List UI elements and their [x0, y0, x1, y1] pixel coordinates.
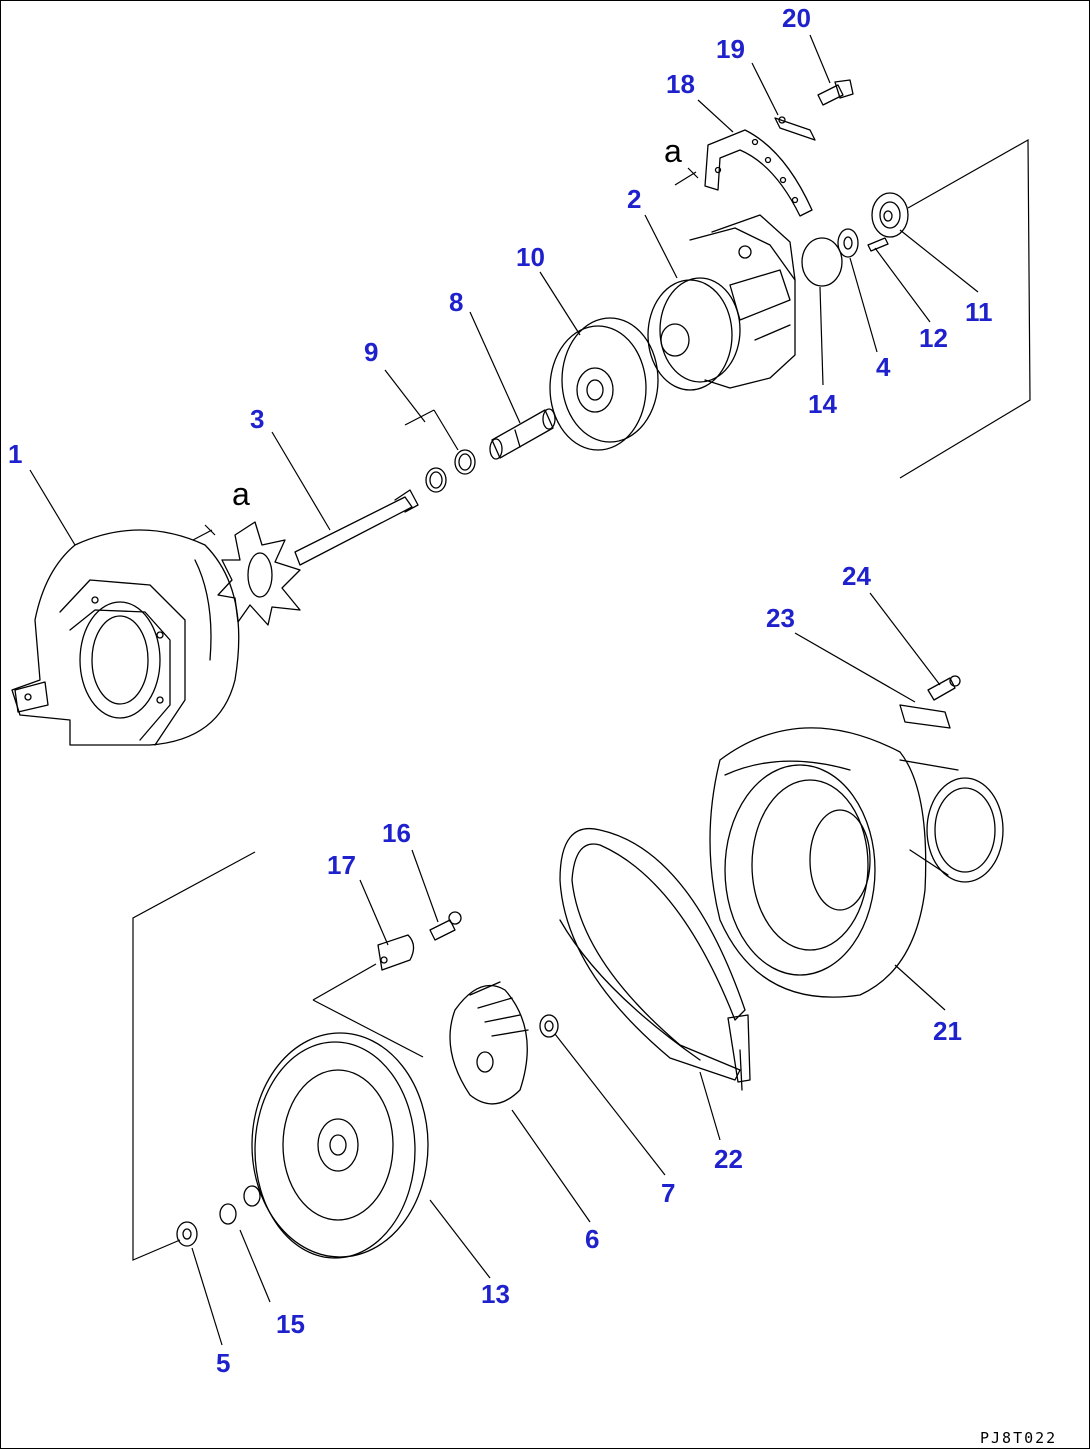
part-14-oring: [801, 237, 843, 287]
diagram-code: PJ8T022: [980, 1429, 1057, 1447]
callout-22: 22: [714, 1144, 743, 1174]
part-13-back-plate: [251, 1032, 429, 1259]
callout-7: 7: [661, 1178, 675, 1208]
part-17-plate: [377, 934, 415, 971]
callout-2: 2: [627, 184, 641, 214]
svg-text:a: a: [664, 133, 682, 169]
part-2-body: [647, 214, 796, 391]
assembly-bracket-lower: [132, 851, 424, 1261]
part-19-clip: [774, 116, 816, 141]
callout-21: 21: [933, 1016, 962, 1046]
callout-6: 6: [585, 1224, 599, 1254]
callout-23: 23: [766, 603, 795, 633]
part-22-clamp: [559, 828, 751, 1091]
part-9-rings: [425, 449, 476, 493]
part-1-center-housing: [11, 529, 240, 746]
part-10-plate: [549, 317, 659, 451]
callout-17: 17: [327, 850, 356, 880]
callout-10: 10: [516, 242, 545, 272]
callout-4: 4: [876, 352, 891, 382]
callout-16: 16: [382, 818, 411, 848]
part-4-washer: [837, 228, 859, 258]
callout-15: 15: [276, 1309, 305, 1339]
part-18-bracket: [704, 129, 813, 217]
part-15-rings: [219, 1185, 261, 1225]
part-11-nut: [871, 192, 909, 238]
callout-9: 9: [364, 337, 378, 367]
part-24-screw: [927, 675, 961, 701]
part-7-washer: [539, 1014, 559, 1038]
reference-mark-a-2: a: [664, 133, 699, 186]
reference-mark-a-1: a: [192, 476, 250, 541]
callout-13: 13: [481, 1279, 510, 1309]
callout-1: 1: [8, 439, 22, 469]
callout-5: 5: [216, 1348, 230, 1378]
part-6-compressor-wheel: [449, 981, 529, 1105]
leader-lines: [29, 34, 979, 1346]
part-16-bolt: [429, 911, 462, 941]
callout-11: 11: [965, 297, 993, 327]
assembly-bracket-upper: [899, 138, 1031, 479]
callout-3: 3: [250, 404, 264, 434]
callout-24: 24: [842, 561, 871, 591]
part-3-turbine-shaft: [217, 489, 419, 626]
part-8-sleeve: [489, 408, 556, 460]
callout-12: 12: [919, 323, 948, 353]
part-23-plate: [899, 704, 951, 729]
part-21-compressor-cover: [709, 727, 1004, 998]
part-12-pin: [867, 237, 889, 252]
callout-20: 20: [782, 3, 811, 33]
callout-14: 14: [808, 389, 837, 419]
svg-text:a: a: [232, 476, 250, 512]
callout-8: 8: [449, 287, 463, 317]
part-20-bolt: [817, 79, 854, 106]
callout-18: 18: [666, 69, 695, 99]
callout-19: 19: [716, 34, 745, 64]
part-5-nut: [176, 1221, 198, 1247]
callout-numbers: 1 2 3 4 5 6 7 8 9 10 11 12 13 14 15 16 1…: [8, 3, 993, 1378]
